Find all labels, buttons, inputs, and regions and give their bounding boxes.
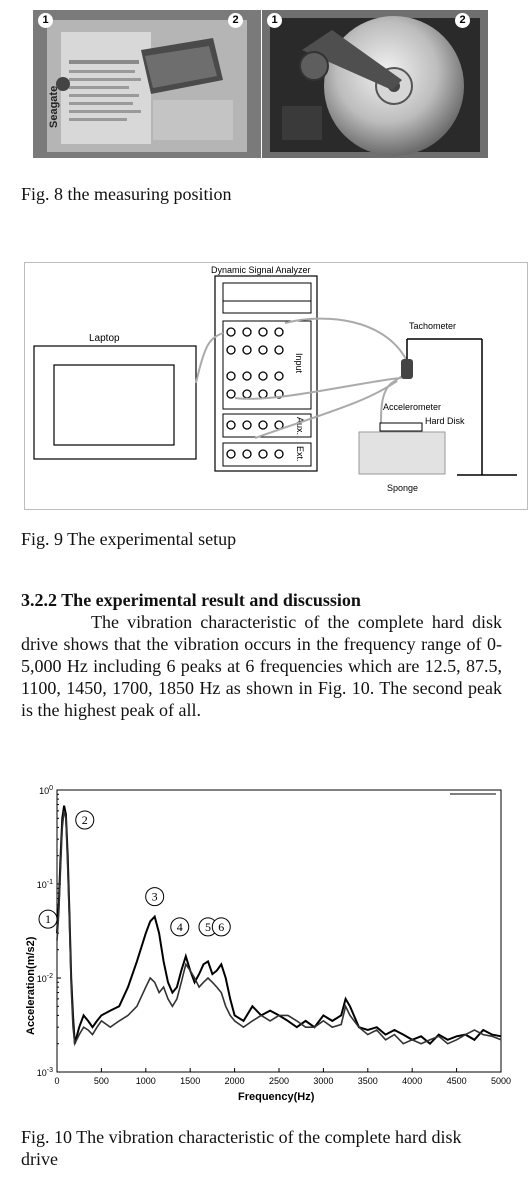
paragraph-text: The vibration characteristic of the comp… [21, 612, 502, 720]
setup-diagram: Dynamic Signal Analyzer Input Aux. Ext. … [24, 262, 528, 510]
laptop-screen [53, 364, 175, 446]
y-axis-label: Acceleration(m/s2) [25, 936, 37, 1035]
x-tick-label: 2000 [225, 1076, 245, 1086]
x-tick-label: 1500 [180, 1076, 200, 1086]
peak-marker-4 [170, 917, 190, 937]
x-tick-label: 3500 [358, 1076, 378, 1086]
seagate-logo-text: Seagate [48, 86, 60, 128]
x-tick-label: 2500 [269, 1076, 289, 1086]
photo-marker-2: 2 [228, 13, 243, 28]
ext-connectors [226, 449, 284, 459]
peak-marker-label: 2 [82, 813, 88, 827]
peak-marker-3 [145, 887, 165, 907]
tachometer-label: Tachometer [409, 321, 456, 331]
hard-disk [379, 422, 423, 432]
peak-marker-label: 5 [205, 920, 211, 934]
peak-marker-label: 6 [218, 920, 224, 934]
plot-frame [56, 789, 502, 1073]
peak-marker-label: 1 [45, 912, 51, 926]
tachometer-sensor [401, 359, 413, 379]
x-tick-label: 1000 [136, 1076, 156, 1086]
x-tick-label: 4000 [402, 1076, 422, 1086]
ext-label: Ext. [295, 446, 305, 462]
analyzer-display [222, 282, 312, 314]
x-tick-label: 3000 [313, 1076, 333, 1086]
section-heading: 3.2.2 The experimental result and discus… [21, 590, 361, 610]
photo-hard-disk-closed: Seagate 1 2 [33, 10, 261, 158]
peak-marker-1 [38, 909, 58, 929]
cable-tachometer [284, 317, 408, 362]
body-paragraph: The vibration characteristic of the comp… [21, 611, 502, 721]
cable-laptop [195, 332, 224, 384]
y-tick-label: 10-3 [37, 1067, 53, 1078]
accelerometer-label: Accelerometer [383, 402, 441, 412]
aux-label: Aux. [295, 417, 305, 435]
fig10-caption: Fig. 10 The vibration characteristic of … [21, 1127, 462, 1169]
input-connectors [226, 327, 284, 399]
x-tick-label: 4500 [447, 1076, 467, 1086]
x-tick-label: 5000 [491, 1076, 511, 1086]
hard-disk-label: Hard Disk [425, 416, 465, 426]
sponge-block [358, 431, 446, 475]
photo-hard-disk-open: 1 2 [262, 10, 488, 158]
x-tick-label: 500 [94, 1076, 109, 1086]
fig9-caption: Fig. 9 The experimental setup [21, 529, 237, 549]
aux-connectors [226, 420, 284, 430]
x-axis-label: Frequency(Hz) [238, 1091, 315, 1103]
vibration-chart: 0 500 1000 1500 2000 2500 3000 3500 4000 4500 5000… [25, 785, 511, 1103]
fig8-caption: Fig. 8 the measuring position [21, 184, 232, 204]
series-line-2 [56, 810, 502, 1047]
cable-ext [254, 380, 398, 439]
y-tick-label: 10-1 [37, 879, 53, 890]
series-line-1 [56, 805, 502, 1046]
input-label: Input [294, 353, 304, 374]
peak-marker-6 [211, 917, 231, 937]
peak-marker-label: 3 [152, 890, 158, 904]
photo-marker-1: 1 [38, 13, 53, 28]
photo-marker-1: 1 [267, 13, 282, 28]
laptop-label: Laptop [89, 333, 120, 344]
y-tick-label: 10-2 [37, 973, 53, 984]
x-tick-label: 0 [54, 1076, 59, 1086]
sponge-label: Sponge [387, 483, 418, 493]
peak-marker-2 [75, 810, 95, 830]
y-tick-label: 100 [39, 785, 53, 796]
photo-marker-2: 2 [455, 13, 470, 28]
peak-marker-label: 4 [177, 920, 183, 934]
analyzer-label: Dynamic Signal Analyzer [211, 265, 311, 275]
